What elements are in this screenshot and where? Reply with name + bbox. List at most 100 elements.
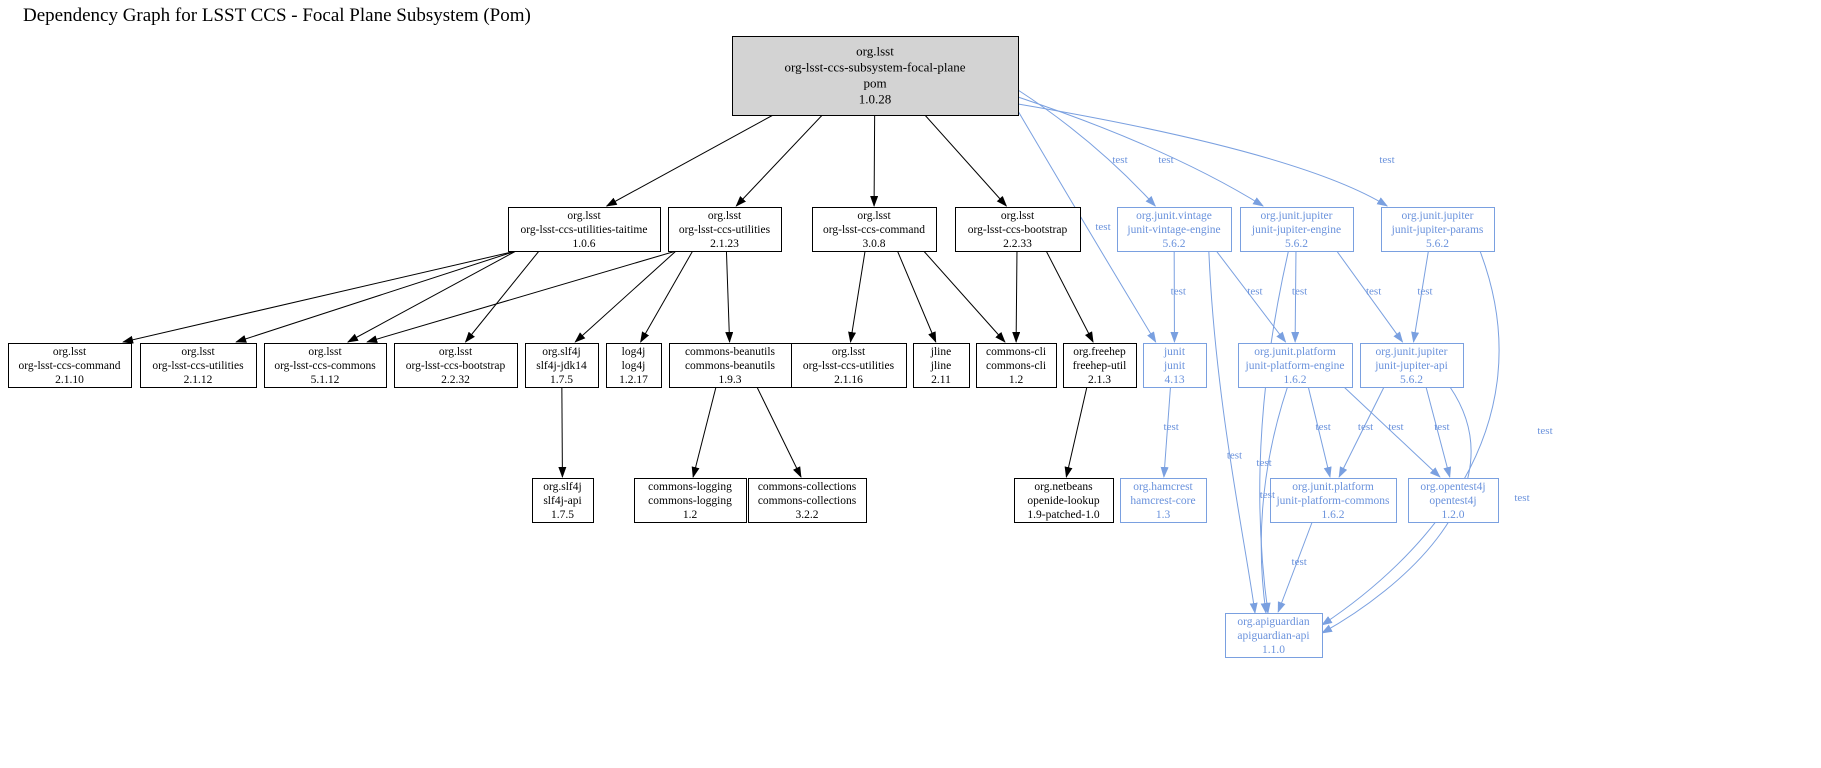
node-label: log4j [622,346,646,358]
node-box [1063,343,1137,388]
node-label: 5.6.2 [1285,238,1308,250]
node-label: org.hamcrest [1133,481,1193,493]
node-box [669,343,792,388]
node-label: freehep-util [1073,360,1127,372]
node-label: commons-collections [758,495,857,507]
node-box [1117,207,1232,252]
edge-taitime-boot2232 [464,250,540,343]
edge-taitime-cmd2110 [122,250,517,344]
edge-japi-opentest [1425,386,1452,478]
node-vintage: org.junit.vintagejunit-vintage-engine5.6… [1117,207,1232,252]
node-box [1238,343,1353,388]
node-box [732,36,1019,116]
node-label: commons-collections [758,481,857,493]
edge-scope-label: test [1292,556,1307,568]
node-label: junit-platform-commons [1275,495,1390,507]
node-label: org.lsst [1001,210,1035,222]
edge-japi-pcommons [1338,386,1385,478]
edge-scope-label: test [1256,457,1271,469]
node-box [508,207,661,252]
node-box [394,343,518,388]
edge-jengine-pengine [1291,250,1300,343]
edge-scope-label: test [1537,425,1552,437]
node-box [634,478,747,523]
edge-scope-label: test [1227,450,1242,462]
edge-scope-label: test [1260,489,1275,501]
node-label: 1.2.0 [1442,509,1465,521]
node-label: 1.7.5 [551,509,574,521]
node-label: 3.0.8 [863,238,886,250]
node-label: 1.7.5 [550,374,573,386]
node-box [976,343,1057,388]
edge-taitime-commons5112 [347,250,517,343]
node-label: org.lsst [181,346,215,358]
node-label: org-lsst-ccs-utilities [679,224,771,236]
node-label: junit-jupiter-api [1374,360,1448,372]
edge-slf4jjdk14-slf4japi [558,386,567,478]
node-label: org.lsst [53,346,87,358]
edge-labels-layer: test test test test test test test test test test… [1095,154,1552,568]
node-box [1408,478,1499,523]
node-box [748,478,867,523]
node-label: pom [863,76,886,91]
node-label: 2.1.3 [1088,374,1111,386]
node-box [532,478,594,523]
node-taitime: org.lsstorg-lsst-ccs-utilities-taitime1.… [508,207,661,252]
node-label: org.apiguardian [1237,616,1310,628]
node-box [1360,343,1464,388]
edge-scope-label: test [1158,154,1173,166]
node-label: org.opentest4j [1420,481,1485,493]
nodes-layer: org.lsst org-lsst-ccs-subsystem-focal-pla… [8,36,1499,658]
node-label: org.lsst [308,346,342,358]
node-label: jline [930,360,951,372]
node-box [955,207,1081,252]
edge-root-boot233 [924,114,1008,207]
node-pengine: org.junit.platformjunit-platform-engine1… [1238,343,1353,388]
node-label: 1.9.3 [719,374,742,386]
node-box [1120,478,1207,523]
node-label: org.junit.platform [1254,346,1336,358]
node-label: 1.6.2 [1322,509,1345,521]
node-label: org.lsst [857,210,891,222]
node-label: org.junit.vintage [1136,210,1212,222]
node-label: org.junit.jupiter [1402,210,1474,222]
edge-scope-label: test [1171,286,1186,298]
edge-boot233-freehep [1045,250,1094,343]
node-label: org-lsst-ccs-utilities-taitime [521,224,648,236]
node-label: org-lsst-ccs-command [823,224,925,236]
node-label: org.junit.jupiter [1261,210,1333,222]
node-label: junit-vintage-engine [1126,224,1220,236]
node-label: commons-logging [648,481,732,493]
node-label: apiguardian-api [1237,630,1309,642]
edge-scope-label: test [1434,421,1449,433]
node-box [1014,478,1114,523]
edge-pengine-opentest [1343,386,1441,478]
edge-scope-label: test [1379,154,1394,166]
edge-root-util23 [735,114,823,207]
node-box [812,207,937,252]
node-label: junit-jupiter-params [1391,224,1484,236]
edge-boot233-commonscli [1012,250,1021,343]
edge-pengine-apiguardian [1260,386,1288,614]
node-label: org-lsst-ccs-commons [274,360,376,372]
node-label: 1.0.28 [859,92,892,107]
node-label: org-lsst-ccs-subsystem-focal-plane [785,60,966,75]
edge-jengine-apiguardian [1259,250,1289,614]
node-box [791,343,907,388]
node-label: org.lsst [708,210,742,222]
edge-util23-log4j [640,250,694,343]
node-label: 1.0.6 [573,238,596,250]
edge-scope-label: test [1366,286,1381,298]
node-label: org.freehep [1073,346,1126,358]
node-label: 3.2.2 [796,509,819,521]
node-pcommons: org.junit.platformjunit-platform-commons… [1270,478,1397,523]
node-jparams: org.junit.jupiterjunit-jupiter-params5.6… [1381,207,1495,252]
edge-cmd308-commonscli [923,250,1006,343]
diagram-title: Dependency Graph for LSST CCS - Focal Pl… [23,5,531,26]
node-jengine: org.junit.jupiterjunit-jupiter-engine5.6… [1240,207,1354,252]
